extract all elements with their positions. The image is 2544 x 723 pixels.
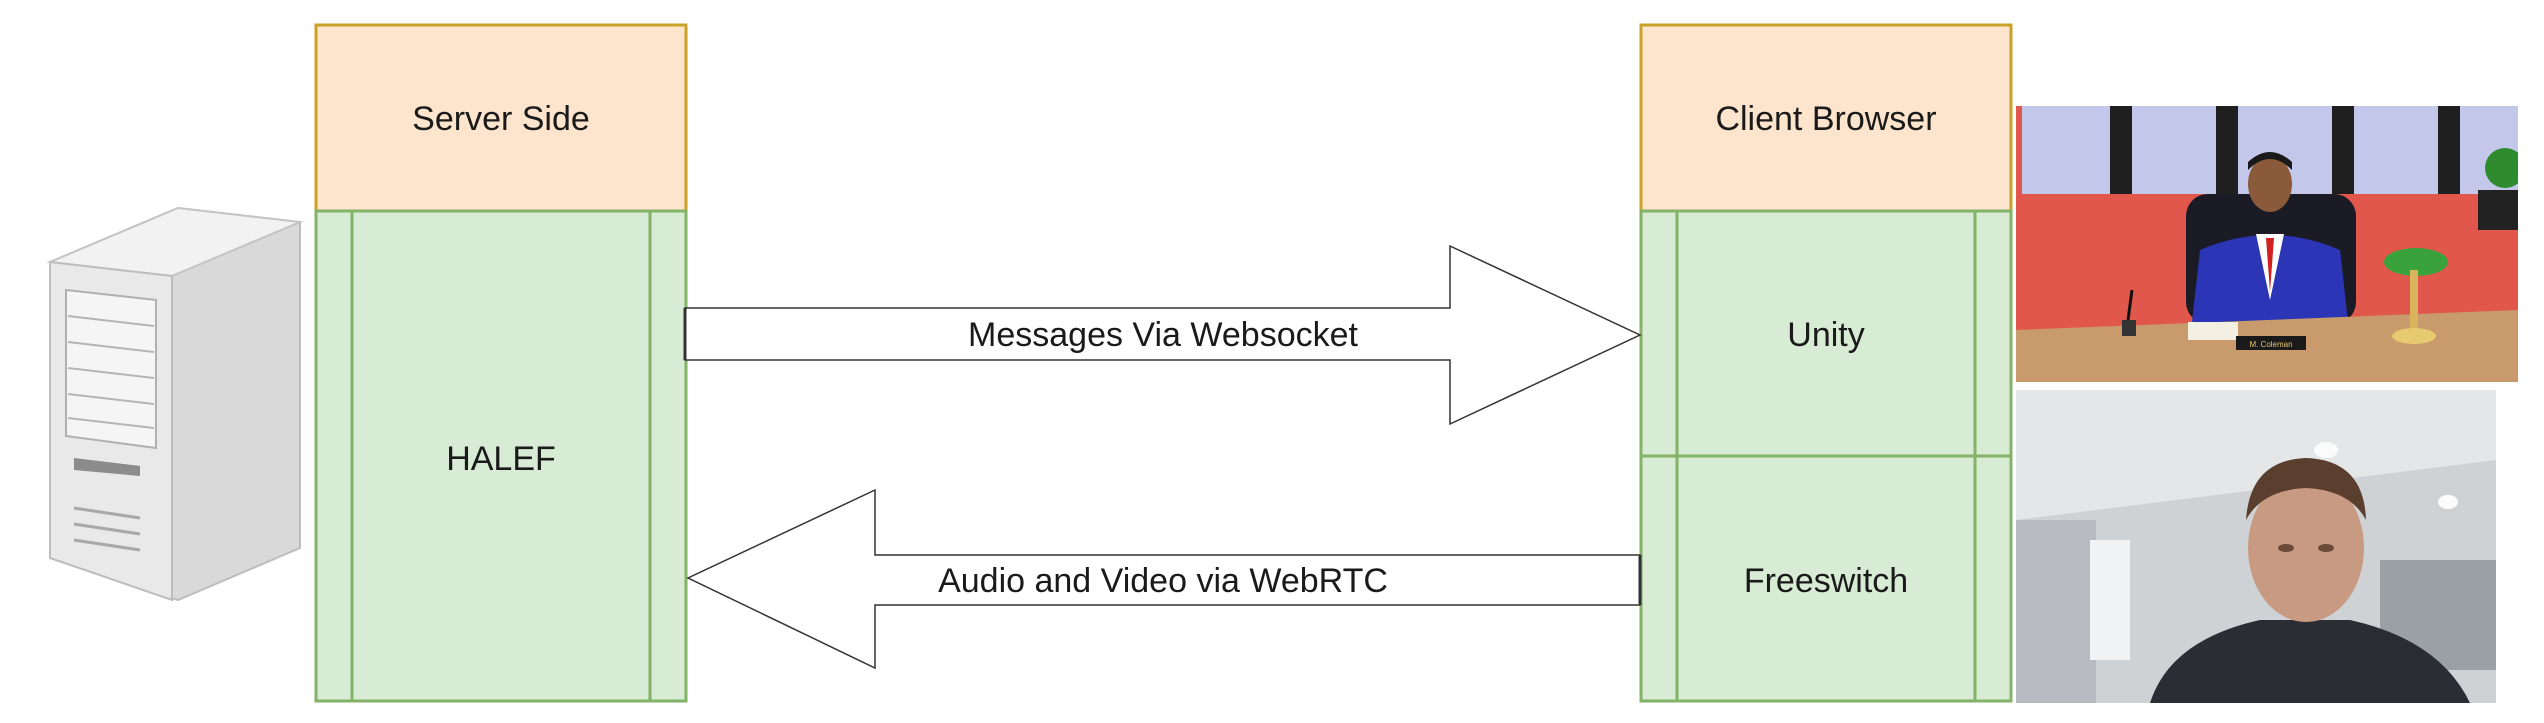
webrtc-arrow: Audio and Video via WebRTC — [686, 488, 1642, 670]
client-browser-header-label: Client Browser — [1715, 100, 1936, 138]
server-side-column: Server Side HALEF — [314, 23, 688, 703]
freeswitch-box — [1639, 454, 2013, 703]
server-tower-icon — [46, 206, 304, 602]
halef-box — [314, 209, 688, 703]
webrtc-arrow-label: Audio and Video via WebRTC — [938, 562, 1388, 600]
unity-label: Unity — [1787, 316, 1864, 354]
webcam-user-photo — [2016, 390, 2496, 703]
halef-label: HALEF — [446, 440, 556, 478]
unity-box — [1639, 209, 2013, 458]
websocket-arrow: Messages Via Websocket — [683, 244, 1642, 426]
unity-avatar-image: M. Coleman — [2016, 106, 2518, 382]
websocket-arrow-label: Messages Via Websocket — [968, 316, 1358, 354]
avatar-nameplate: M. Coleman — [2249, 340, 2292, 349]
server-side-header-label: Server Side — [412, 100, 590, 138]
client-browser-column: Client Browser Unity Freeswitch — [1639, 23, 2013, 703]
server-side-header — [314, 23, 688, 213]
freeswitch-label: Freeswitch — [1744, 562, 1908, 600]
